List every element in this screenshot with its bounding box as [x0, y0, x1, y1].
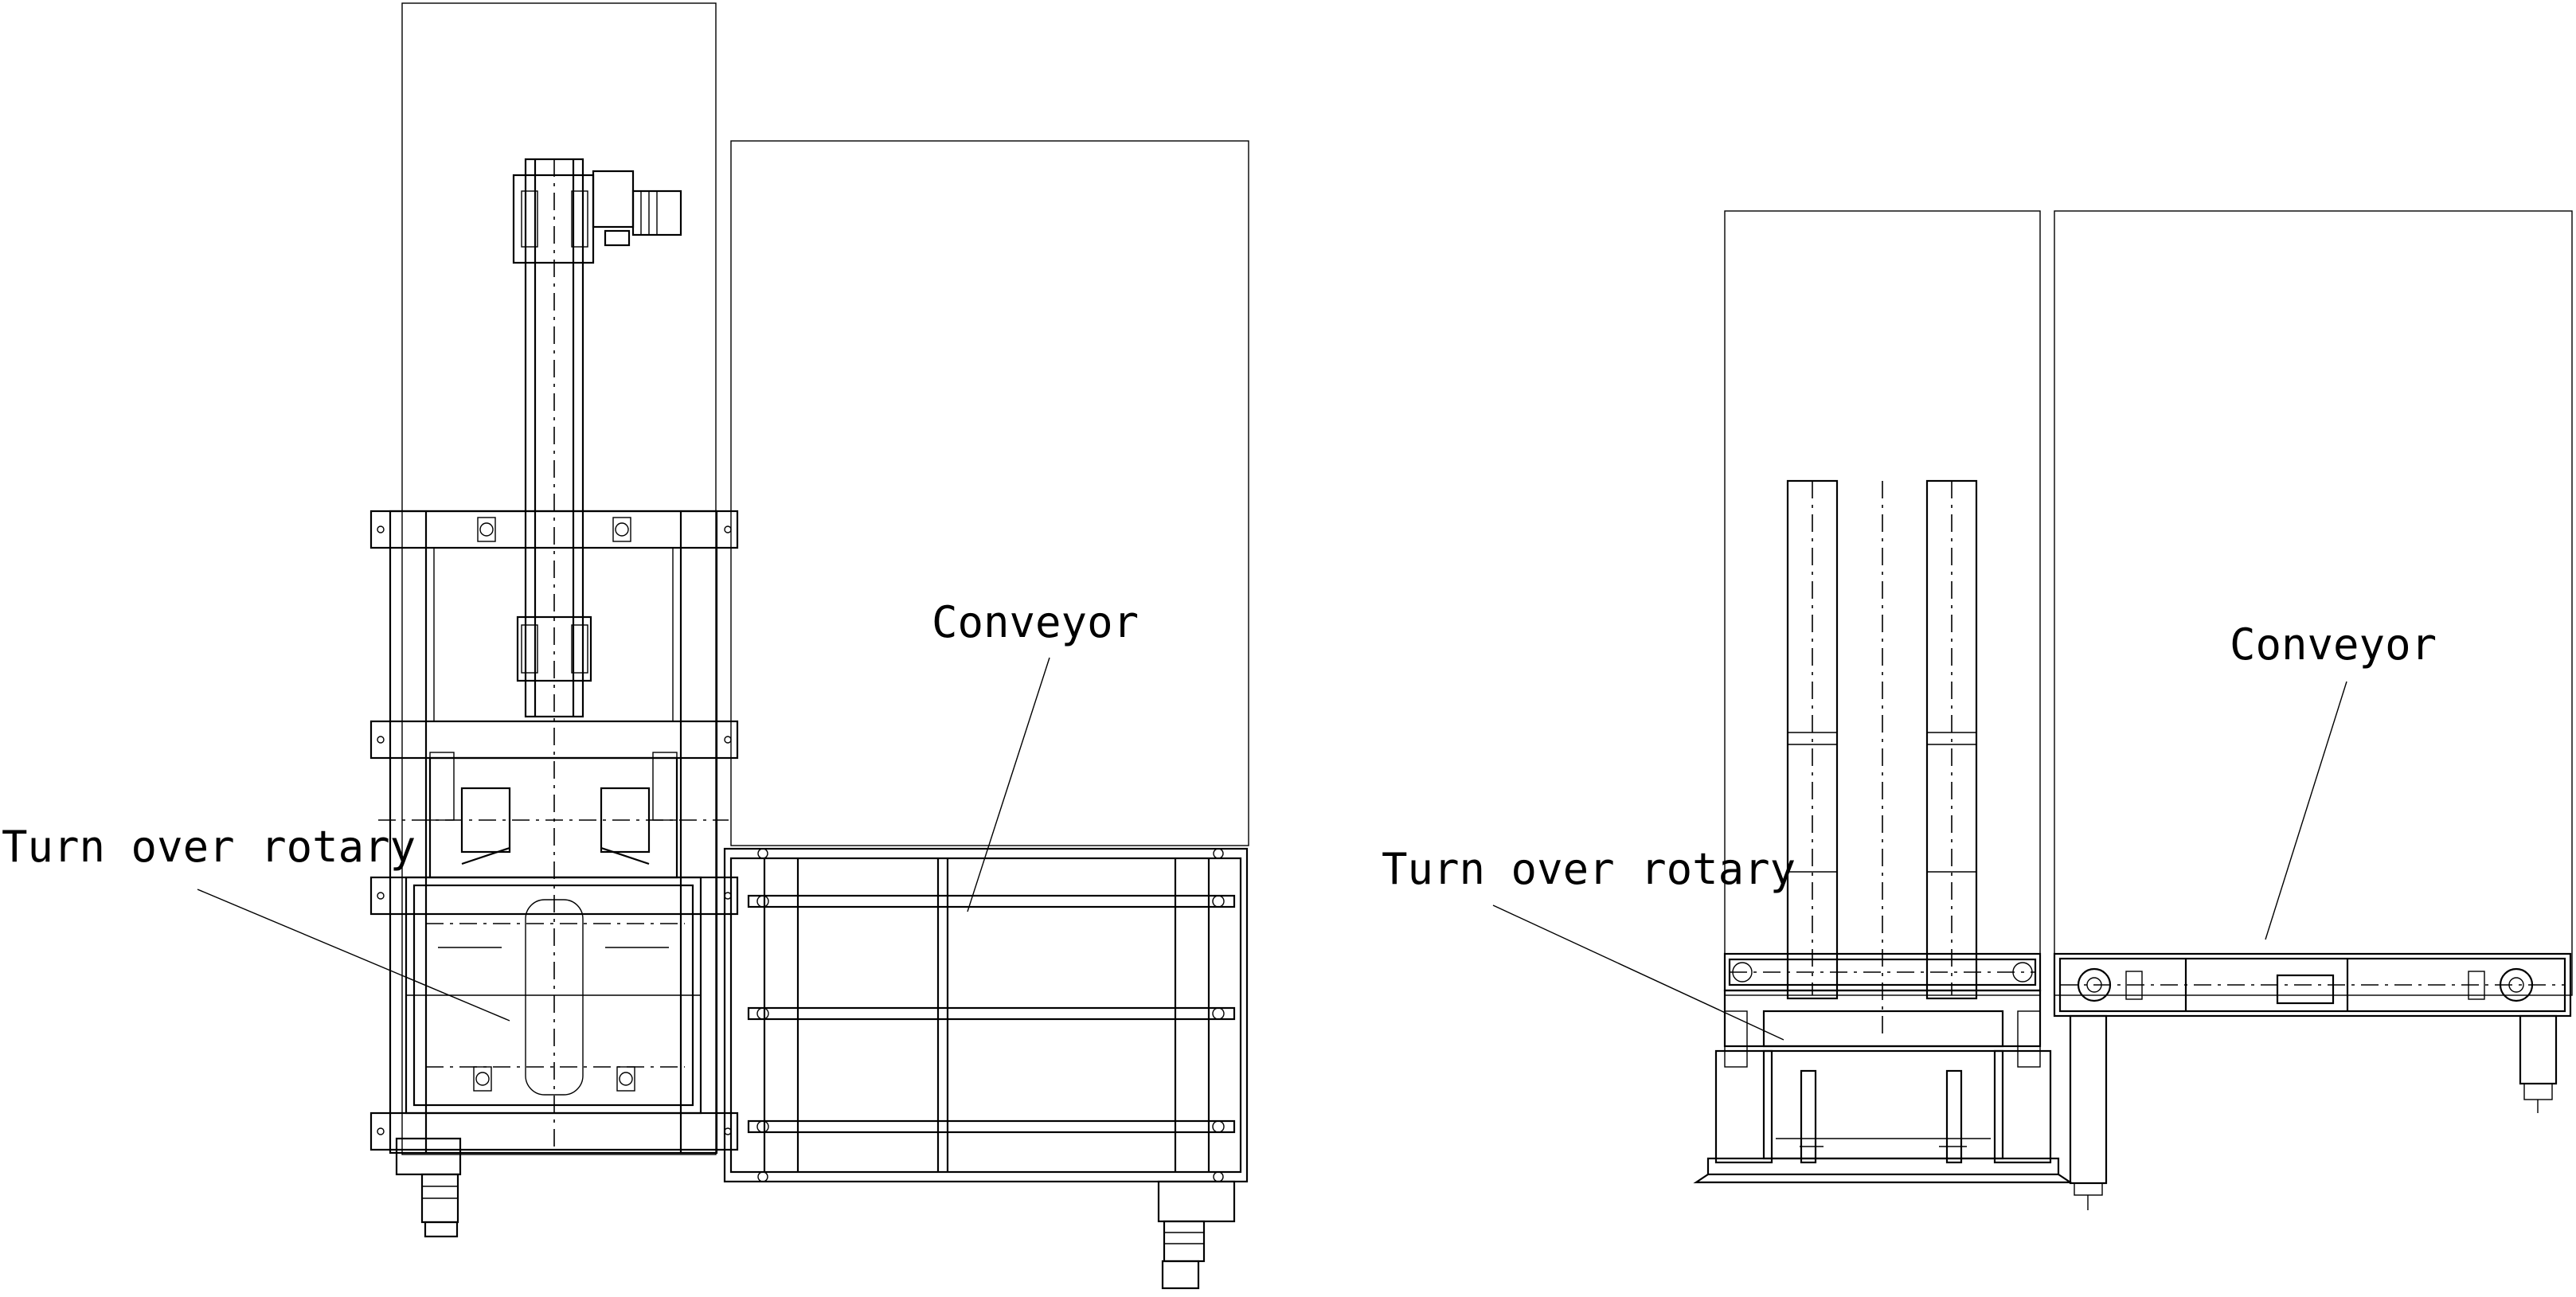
conveyor-side-view [2053, 952, 2572, 1210]
conveyor-label: Conveyor [932, 597, 1139, 647]
side-conveyor-label: Conveyor [2230, 619, 2437, 670]
turnover-frame-beams [369, 510, 739, 1154]
turnover-chain-belt [1723, 952, 2042, 992]
conveyor-leader-line [967, 657, 1050, 912]
side-turnover-leader-line [1492, 904, 1784, 1041]
twin-lifter-columns [1786, 479, 1978, 1035]
side-turnover-label: Turn over rotary [1382, 844, 1796, 894]
turnover-leader-line [197, 889, 510, 1022]
turnover-rotary-base [1693, 989, 2074, 1184]
conveyor-enclosure-outline [730, 140, 1249, 846]
conveyor-side-enclosure-outline [2054, 210, 2573, 996]
left-view: Turn over rotary Conveyor [2, 2, 1249, 1290]
bottom-left-motor-icon [395, 1137, 462, 1238]
conveyor-top-view [723, 847, 1249, 1183]
right-view: Turn over rotary Conveyor [1382, 210, 2573, 1210]
side-conveyor-leader-line [2265, 681, 2347, 940]
top-motor-icon [592, 170, 682, 247]
turnover-label: Turn over rotary [2, 822, 416, 872]
conveyor-motor-icon [1157, 1180, 1236, 1290]
turnover-rotary-body [378, 752, 729, 1115]
